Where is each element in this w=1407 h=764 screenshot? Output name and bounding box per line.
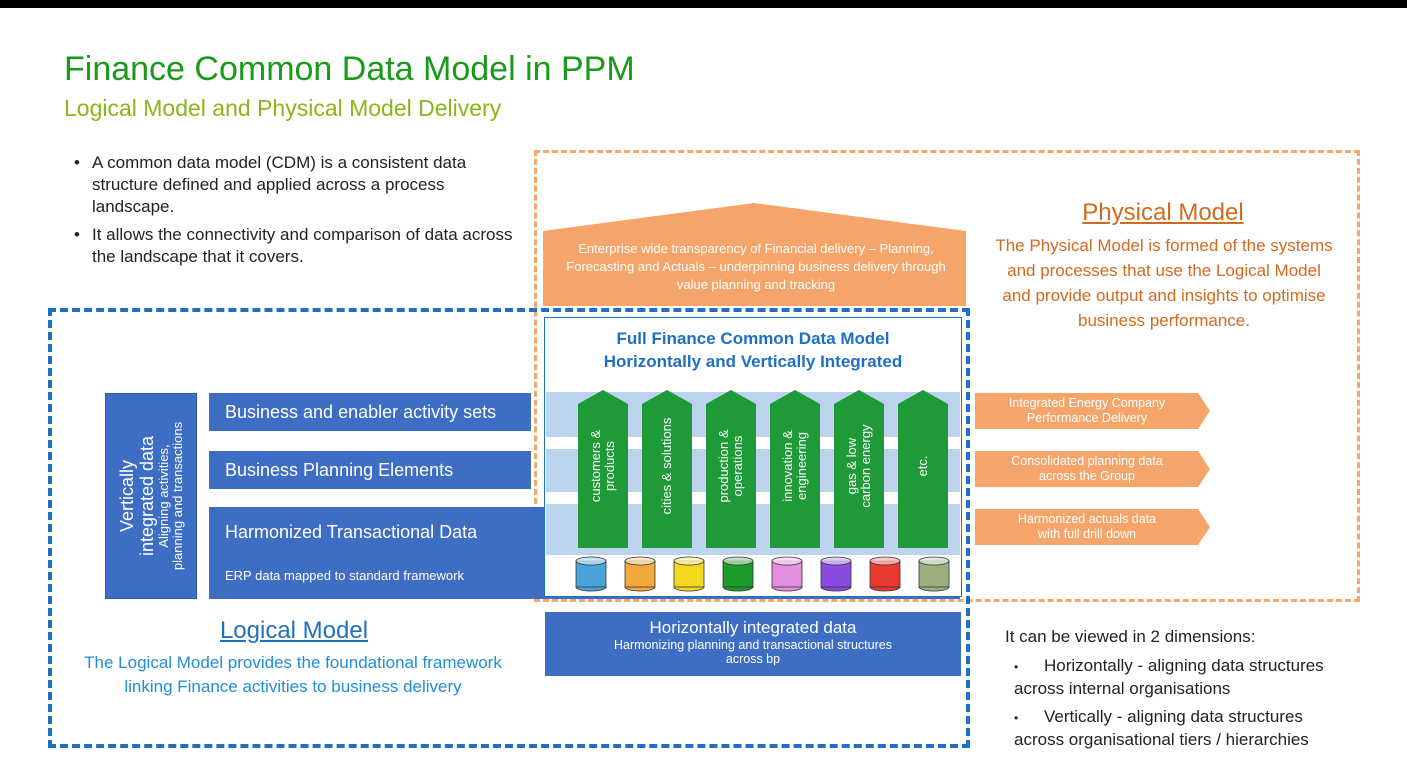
dimension-line: across internal organisations <box>1014 679 1231 698</box>
physical-model-title: Physical Model <box>1082 199 1244 226</box>
dimension-line: Vertically - aligning data structures <box>1044 707 1303 726</box>
pillar-arrow <box>642 390 692 548</box>
intro-bullet: A common data model (CDM) is a consisten… <box>70 152 520 218</box>
enterprise-roof <box>543 203 966 306</box>
cdm-stripe <box>546 380 960 392</box>
database-barrel-icon <box>869 556 901 592</box>
output-line: Harmonized actuals data <box>1017 512 1157 526</box>
output-line: Performance Delivery <box>1026 411 1148 425</box>
output-line: across the Group <box>1039 469 1135 483</box>
logical-model-title: Logical Model <box>219 617 369 644</box>
intro-bullet: It allows the connectivity and compariso… <box>70 224 520 268</box>
pillar-arrow <box>770 390 820 548</box>
database-barrel-icon <box>624 556 656 592</box>
enterprise-roof-text: Enterprise wide transparency of Financia… <box>566 241 946 292</box>
dimensions-list: •Horizontally - aligning data structures… <box>1008 655 1388 757</box>
output-arrow <box>975 451 1210 487</box>
dimension-item: •Horizontally - aligning data structures… <box>1014 656 1324 698</box>
pillar-arrow <box>706 390 756 548</box>
physical-model-description: The Physical Model is formed of the syst… <box>995 236 1333 330</box>
vertical-integration-box <box>105 393 197 599</box>
database-barrel-icon <box>918 556 950 592</box>
database-barrel-icon <box>771 556 803 592</box>
database-barrel-icon <box>673 556 705 592</box>
pillar-arrow <box>578 390 628 548</box>
logical-model-description: The Logical Model provides the foundatio… <box>84 653 502 696</box>
output-arrow <box>975 509 1210 545</box>
database-barrel-icon <box>722 556 754 592</box>
pillar-arrow <box>898 390 948 548</box>
planning-elements-bar: Business Planning Elements <box>209 451 531 489</box>
data-sources <box>575 556 950 592</box>
output-line: with full drill down <box>1038 527 1136 541</box>
dimension-line: across organisational tiers / hierarchie… <box>1014 730 1309 749</box>
database-barrel-icon <box>820 556 852 592</box>
output-line: Consolidated planning data <box>1011 454 1163 468</box>
activity-sets-bar: Business and enabler activity sets <box>209 393 531 431</box>
horizontal-title: Horizontally integrated data <box>649 618 857 637</box>
output-arrow <box>975 393 1210 429</box>
horizontal-sub-line: Harmonizing planning and transactional s… <box>614 638 892 652</box>
physical-model-boundary <box>534 150 1360 602</box>
dimensions-intro: It can be viewed in 2 dimensions: <box>1005 627 1256 646</box>
database-barrel-icon <box>575 556 607 592</box>
logical-model-boundary <box>48 308 970 748</box>
page-title: Finance Common Data Model in PPM <box>64 50 635 88</box>
horizontal-sub-line: across bp <box>725 652 781 666</box>
dimension-line: Horizontally - aligning data structures <box>1044 656 1324 675</box>
page-subtitle: Logical Model and Physical Model Deliver… <box>64 95 502 121</box>
cdm-title: Full Finance Common Data Model Horizonta… <box>548 327 958 373</box>
business-pillars <box>578 390 948 548</box>
erp-mapping-label: ERP data mapped to standard framework <box>225 568 464 583</box>
horizontal-integration-box: Horizontally integrated data Harmonizing… <box>545 612 961 676</box>
cdm-title-line: Full Finance Common Data Model <box>616 329 890 348</box>
top-bar <box>0 0 1407 8</box>
intro-bullet-list: A common data model (CDM) is a consisten… <box>70 152 520 274</box>
transactional-data-label: Harmonized Transactional Data <box>225 522 478 542</box>
output-line: Integrated Energy Company <box>1008 396 1166 410</box>
cdm-title-line: Horizontally and Vertically Integrated <box>603 352 903 371</box>
pillar-arrow <box>834 390 884 548</box>
